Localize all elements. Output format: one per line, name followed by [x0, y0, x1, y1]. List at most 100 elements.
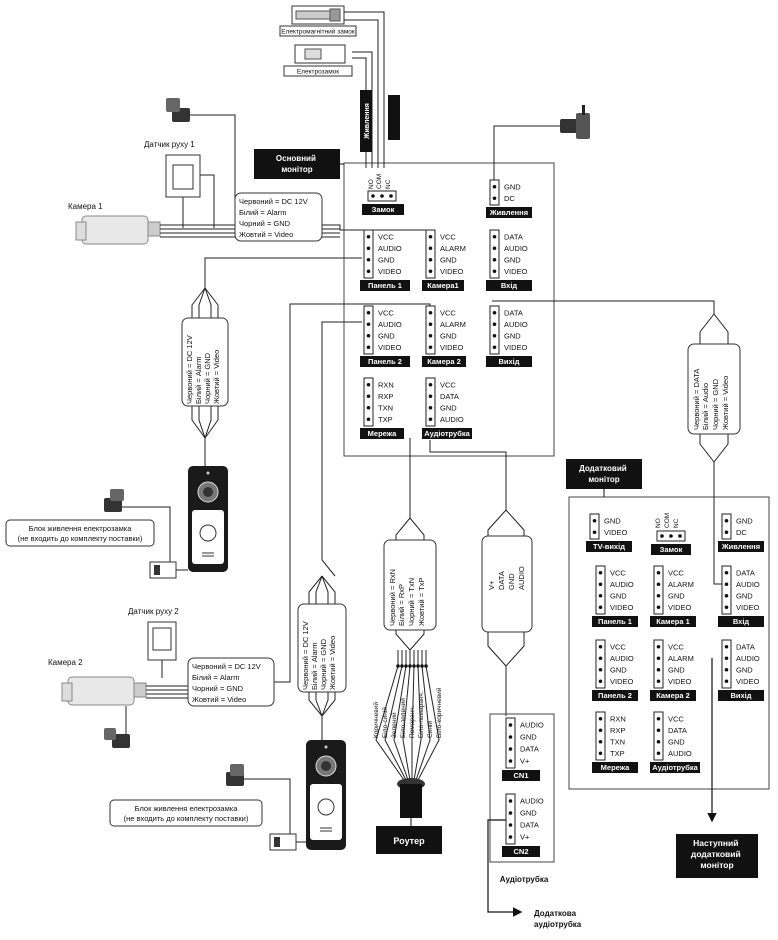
main-monitor-title-box	[254, 149, 340, 179]
pin-label: V+	[520, 757, 530, 766]
camera-1-icon	[75, 215, 161, 245]
elock-label: Електрозамок	[297, 69, 339, 76]
pin-label: VIDEO	[736, 603, 760, 612]
motion2-label: Датчик руху 2	[128, 607, 179, 616]
pin-label: GND	[378, 331, 395, 340]
pin-label: TXN	[610, 737, 625, 746]
cam2-legend: Червоний = DC 12V Білий = Alarm Чорний =…	[187, 657, 275, 707]
pin-label: AUDIO	[736, 654, 760, 663]
pin-label: VIDEO	[378, 343, 402, 352]
pin-label: RXN	[610, 714, 626, 723]
block-title: Панель 2	[368, 357, 402, 366]
svg-text:Чорний = GND: Чорний = GND	[319, 638, 328, 690]
router-wire: Синій	[415, 650, 434, 781]
motion-sensor-2	[147, 621, 177, 678]
svg-text:Чорний = GND: Чорний = GND	[711, 378, 720, 430]
psu-note-2: Блок живлення електрозамка (не входить д…	[109, 799, 263, 827]
svg-text:Чорний = GND: Чорний = GND	[203, 352, 212, 404]
block-title: Камера 2	[656, 691, 690, 700]
router-wire: Коричневий	[372, 650, 405, 781]
pin-label: GND	[736, 591, 753, 600]
pin-label: GND	[520, 733, 537, 742]
pin-label: DATA	[668, 726, 687, 735]
svg-text:Червоний = RxN: Червоний = RxN	[388, 569, 397, 626]
pin-label: VIDEO	[610, 603, 634, 612]
power-bar	[360, 90, 372, 152]
svg-text:Білий = Alarm: Білий = Alarm	[310, 643, 319, 690]
svg-text:Білий = Audio: Білий = Audio	[701, 383, 710, 430]
pin-label: DATA	[736, 642, 755, 651]
svg-text:AUDIO: AUDIO	[517, 566, 526, 590]
pin-label: AUDIO	[520, 797, 544, 806]
pin-label: VCC	[668, 714, 684, 723]
pin-label: AUDIO	[520, 721, 544, 730]
pin-label: ALARM	[440, 320, 466, 329]
block-title: Вихід	[498, 357, 519, 366]
svg-text:Жовтий = Video: Жовтий = Video	[721, 376, 730, 430]
svg-text:COM: COM	[664, 513, 671, 528]
pin-label: VIDEO	[504, 343, 528, 352]
svg-text:NO: NO	[368, 179, 375, 189]
power-bar-label: Живлення	[364, 103, 371, 140]
connector-blocks: ЗамокGNDDCЖивленняVCCAUDIOGNDVIDEOПанель…	[360, 179, 764, 857]
pin-label: VIDEO	[440, 343, 464, 352]
pin-label: AUDIO	[504, 244, 528, 253]
emag-lock-device: Електромагнітний замок	[279, 5, 357, 37]
block-title: Мережа	[601, 763, 630, 772]
camera-2-icon	[61, 676, 147, 706]
lock-pins: NO COM NC	[368, 174, 392, 189]
svg-text:Білий = Alarm: Білий = Alarm	[192, 673, 239, 682]
add-monitor-title: Додатковий монітор	[579, 464, 629, 484]
svg-text:V+: V+	[487, 580, 496, 590]
pin-label: AUDIO	[504, 320, 528, 329]
svg-text:Блок живлення електрозамка: Блок живлення електрозамка	[135, 804, 239, 813]
svg-text:Блок живлення електрозамка: Блок живлення електрозамка	[29, 524, 133, 533]
power-adapter-top	[493, 105, 590, 183]
pin-label: GND	[440, 255, 457, 264]
router-label: Роутер	[393, 836, 425, 846]
out-legend: Червоний = DATA Білий = Audio Чорний = G…	[687, 343, 741, 435]
pin-label: AUDIO	[440, 415, 464, 424]
pin-label: TXP	[378, 415, 393, 424]
block-title: Мережа	[368, 429, 397, 438]
svg-text:Чорний = GND: Чорний = GND	[192, 684, 244, 693]
pin-label: VIDEO	[440, 267, 464, 276]
block-title: Камера 1	[656, 617, 690, 626]
pin-label: GND	[440, 403, 457, 412]
add-monitor-title-l1: Додатковий	[579, 464, 627, 473]
block-title: Замок	[660, 545, 683, 554]
block-title: Аудіотрубка	[652, 763, 698, 772]
pin-label: VIDEO	[736, 677, 760, 686]
block-title: Камера1	[427, 281, 458, 290]
pin-label: DATA	[504, 232, 523, 241]
router-wire: Біло-синій	[381, 650, 407, 781]
audio-tube-board	[489, 713, 555, 863]
pin-label: GND	[504, 255, 521, 264]
block-title: Вхід	[733, 617, 750, 626]
svg-text:Червоний = DC 12V: Червоний = DC 12V	[301, 621, 310, 690]
svg-text:Червоний = DC 12V: Червоний = DC 12V	[239, 197, 308, 206]
svg-text:DATA: DATA	[497, 571, 506, 590]
camera1-label: Камера 1	[68, 202, 103, 211]
panel2-legend: Червоний = DC 12V Білий = Alarm Чорний =…	[297, 603, 347, 693]
door-panel-2	[306, 740, 346, 850]
block-title: CN1	[513, 771, 528, 780]
block-title: Панель 1	[598, 617, 632, 626]
next-monitor-label: Наступний додатковий монітор	[691, 838, 743, 870]
svg-text:Жовтий = Video: Жовтий = Video	[328, 636, 337, 690]
pin-label: GND	[440, 331, 457, 340]
main-monitor-title-l2: монітор	[281, 165, 312, 174]
pin-label: VIDEO	[668, 677, 692, 686]
main-lock-terminal: Замок	[362, 190, 404, 215]
svg-text:COM: COM	[376, 174, 383, 189]
pin-label: DC	[736, 528, 747, 537]
block-title: Живлення	[721, 542, 760, 551]
